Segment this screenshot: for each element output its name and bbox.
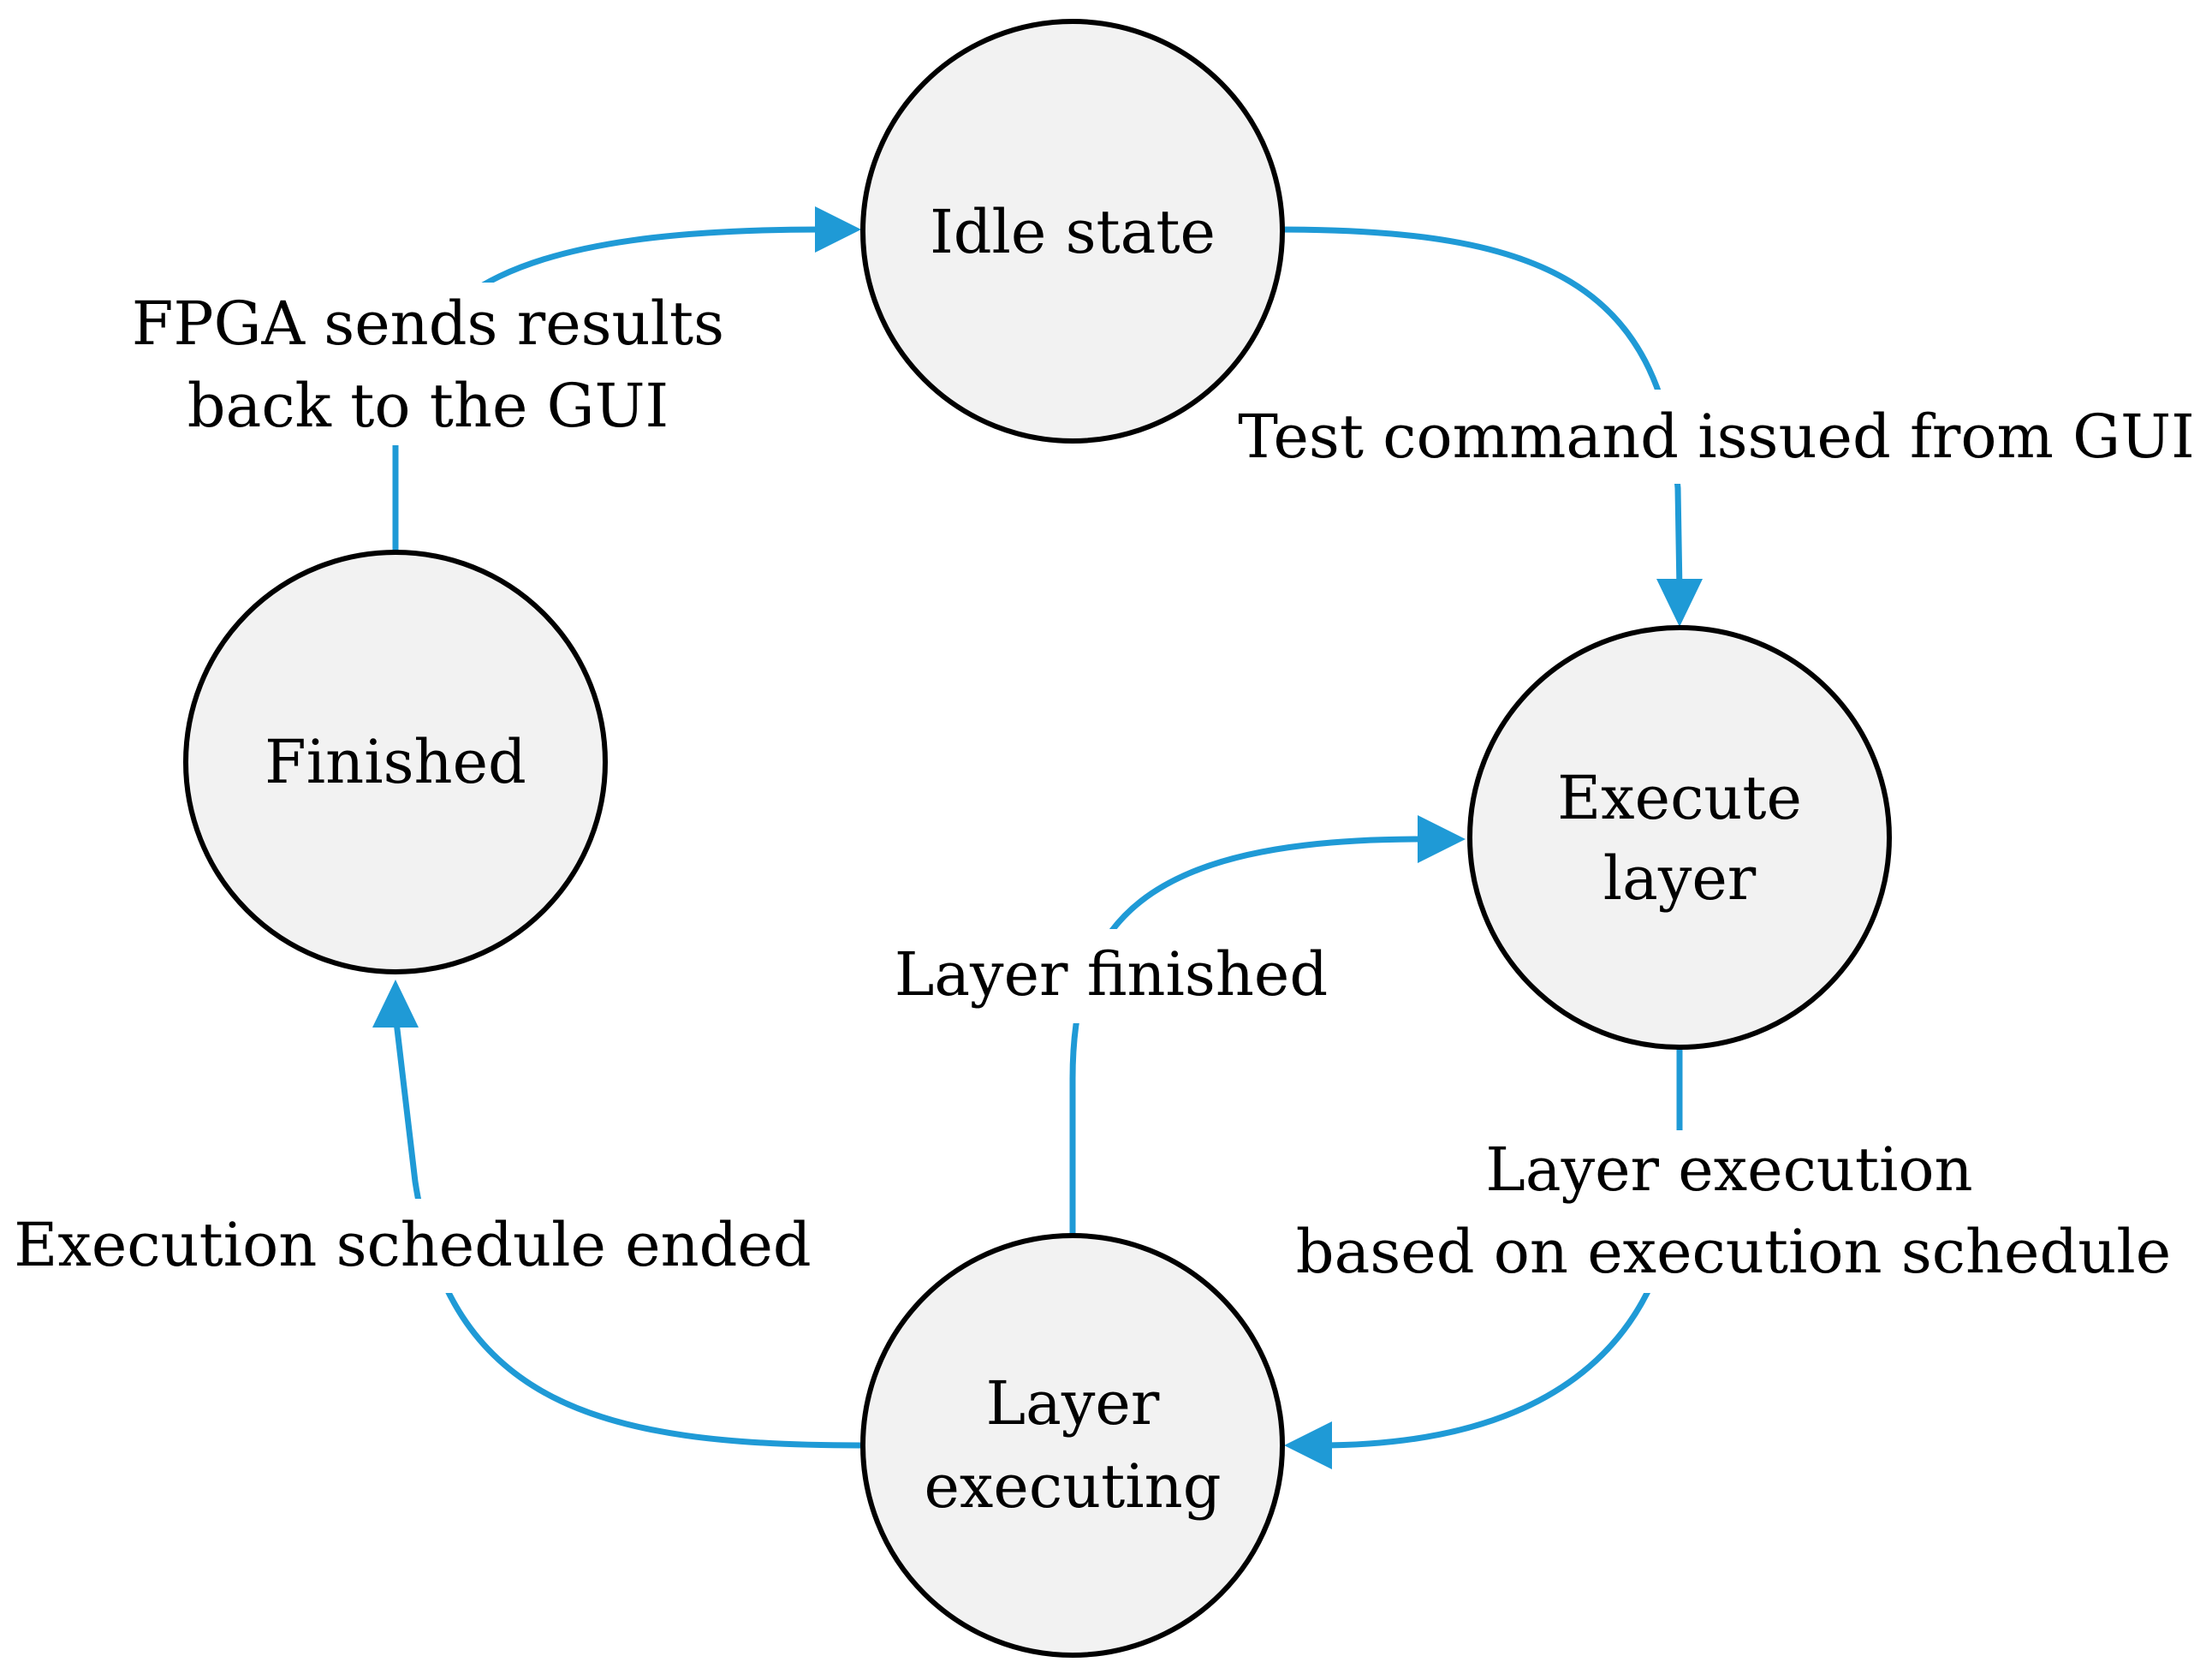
state-label-idle: Idle state	[930, 197, 1216, 267]
transition-label-idle-to-execute: Test command issued from GUI	[1238, 402, 2194, 472]
arrowhead-up	[372, 980, 419, 1028]
transition-label-executing-to-execute: Layer finished	[895, 939, 1328, 1010]
arrowhead-right	[815, 206, 861, 253]
transition-label-executing-to-finished: Execution schedule ended	[14, 1210, 811, 1280]
state-label-layer-executing-line2: executing	[924, 1451, 1221, 1522]
state-idle: Idle state	[860, 19, 1285, 444]
state-label-execute-layer-line1: Execute	[1557, 763, 1802, 833]
arrowhead-left	[1284, 1421, 1332, 1469]
edge-executing-to-execute	[1069, 815, 1466, 1237]
transition-label-execute-to-executing-line1: Layer execution	[1485, 1135, 1972, 1205]
arrowhead-right	[1418, 815, 1466, 863]
transition-label-execute-to-executing-line2: based on execution schedule	[1296, 1217, 2171, 1287]
arrowhead-down	[1656, 579, 1703, 627]
transition-label-finished-to-idle-line1: FPGA sends results	[132, 289, 724, 359]
transition-label-finished-to-idle-line2: back to the GUI	[187, 371, 669, 441]
state-label-execute-layer-line2: layer	[1603, 843, 1757, 914]
state-finished: Finished	[183, 550, 608, 974]
state-layer-executing: Layer executing	[860, 1233, 1285, 1658]
state-label-finished: Finished	[265, 727, 526, 797]
state-execute-layer: Execute layer	[1467, 625, 1892, 1050]
state-label-layer-executing-line1: Layer	[986, 1368, 1160, 1439]
